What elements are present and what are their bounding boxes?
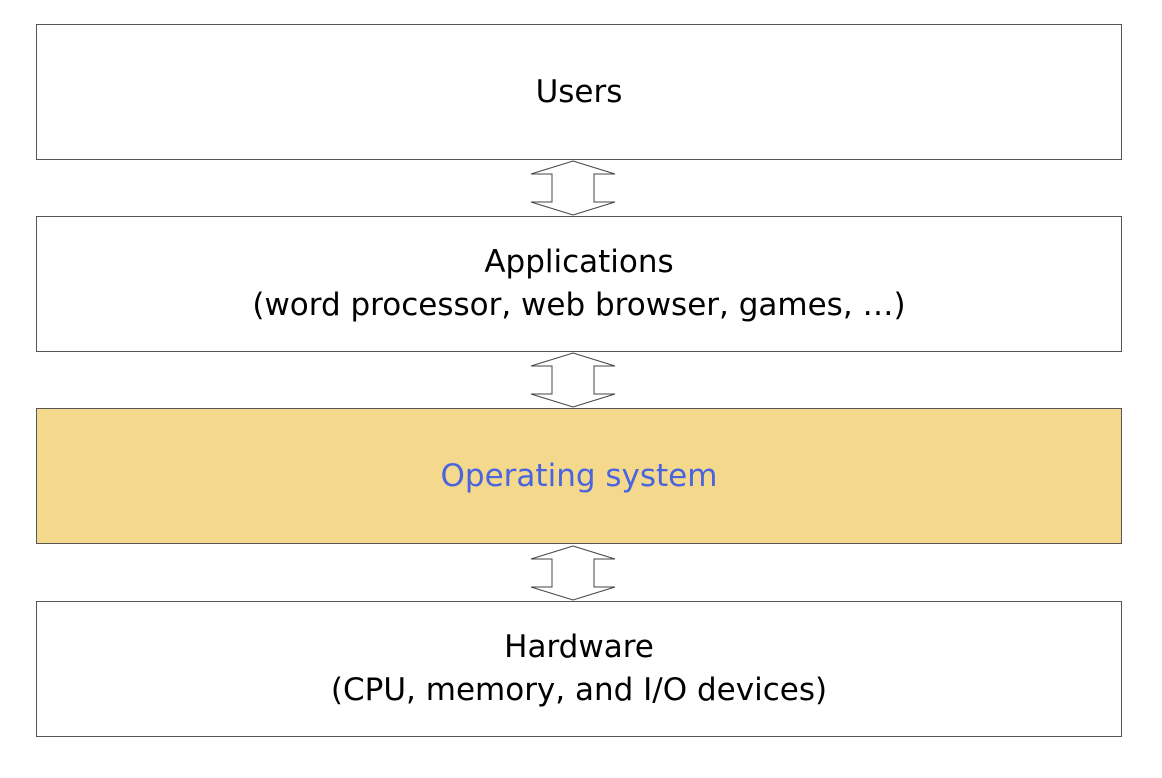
layer-operating-system-title: Operating system (440, 457, 718, 494)
layer-hardware: Hardware (CPU, memory, and I/O devices) (36, 601, 1122, 737)
layer-applications: Applications (word processor, web browse… (36, 216, 1122, 352)
layer-users-title: Users (535, 73, 623, 110)
applications-os-double-arrow-icon (530, 352, 616, 408)
layer-operating-system: Operating system (36, 408, 1122, 544)
users-applications-double-arrow-icon (530, 160, 616, 216)
layer-hardware-detail: (CPU, memory, and I/O devices) (330, 672, 828, 708)
layer-applications-detail: (word processor, web browser, games, …) (252, 287, 906, 323)
layer-hardware-title: Hardware (504, 629, 654, 665)
layer-applications-title: Applications (484, 244, 674, 280)
layer-users: Users (36, 24, 1122, 160)
os-hardware-double-arrow-icon (530, 545, 616, 601)
